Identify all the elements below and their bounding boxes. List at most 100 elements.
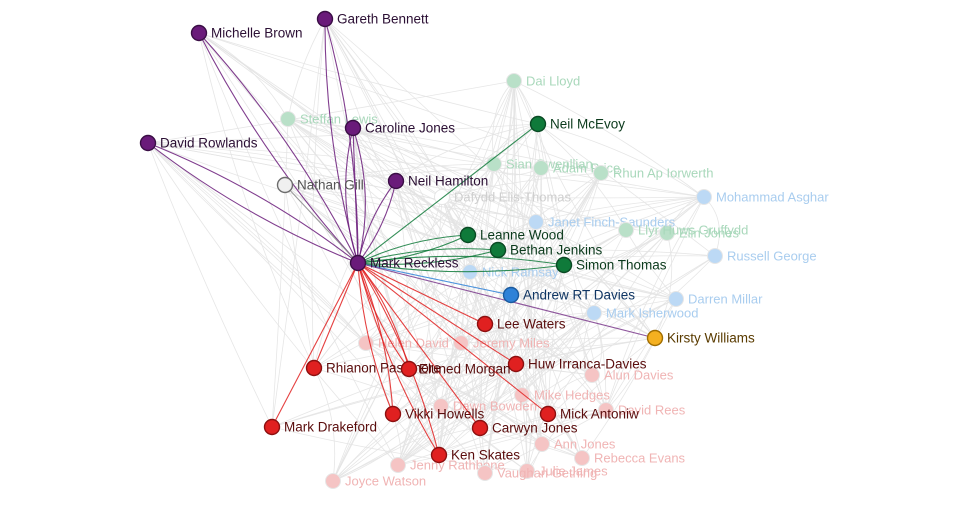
node-gb[interactable]: Gareth Bennett xyxy=(316,10,429,28)
faded-node-jw[interactable]: Joyce Watson xyxy=(325,473,427,489)
background-edge xyxy=(147,142,543,445)
background-edge xyxy=(460,342,549,415)
node-circle xyxy=(190,24,208,42)
background-edge xyxy=(395,180,481,429)
faded-node-ma2[interactable]: Mohammad Asghar xyxy=(696,189,830,205)
edge-mr-ng xyxy=(284,184,359,264)
background-edge xyxy=(365,342,593,376)
node-bj[interactable]: Bethan Jenkins xyxy=(489,241,603,259)
background-edge xyxy=(438,234,469,456)
node-circle xyxy=(390,457,406,473)
node-label: Michelle Brown xyxy=(211,26,303,41)
node-circle xyxy=(586,305,602,321)
node-kw[interactable]: Kirsty Williams xyxy=(646,329,755,347)
background-edge xyxy=(271,18,326,428)
node-ks[interactable]: Ken Skates xyxy=(430,446,521,464)
faded-node-dl[interactable]: Dai Lloyd xyxy=(506,73,581,89)
node-mr[interactable]: Mark Reckless xyxy=(349,254,459,272)
node-mb[interactable]: Michelle Brown xyxy=(190,24,303,42)
background-edge xyxy=(313,172,602,369)
node-st[interactable]: Simon Thomas xyxy=(555,256,667,274)
background-edge xyxy=(441,196,705,199)
faded-node-vg[interactable]: Vaughan Gething xyxy=(477,465,598,481)
faded-node-jj[interactable]: Julie James xyxy=(519,463,609,479)
node-lw[interactable]: Leanne Wood xyxy=(459,226,564,244)
background-edge xyxy=(479,172,602,429)
background-edge xyxy=(287,118,517,365)
faded-node-ald[interactable]: Alun Davies xyxy=(584,367,674,383)
faded-node-ejo[interactable]: Elin Jones xyxy=(659,225,740,241)
edge-mr-dr xyxy=(147,142,359,264)
background-edge xyxy=(605,196,705,411)
background-edge xyxy=(147,142,367,344)
node-label: Rebecca Evans xyxy=(594,451,686,466)
node-dr[interactable]: David Rowlands xyxy=(139,134,258,152)
node-label: Vaughan Gething xyxy=(497,466,597,481)
faded-node-hd[interactable]: Helen David xyxy=(358,335,449,351)
faded-node-lld[interactable]: Llyr Huws Gruffydd xyxy=(618,222,749,238)
faded-node-sg[interactable]: Sian Gwenllian xyxy=(486,156,593,172)
node-label: Huw Irranca-Davies xyxy=(528,357,647,372)
background-edge xyxy=(147,80,515,144)
background-edge xyxy=(397,172,602,466)
faded-node-rai[interactable]: Rhun Ap Iorwerth xyxy=(593,165,714,181)
faded-node-mh[interactable]: Mike Hedges xyxy=(514,387,611,403)
background-edge xyxy=(287,118,595,314)
node-label: Vikki Howells xyxy=(405,407,485,422)
background-edge xyxy=(198,32,315,369)
node-vh[interactable]: Vikki Howells xyxy=(384,405,485,423)
faded-node-det[interactable]: Dafydd Elis-Thomas xyxy=(434,189,572,205)
edge-mr-ad xyxy=(357,262,512,296)
edge-mr-nh xyxy=(357,180,397,264)
faded-node-re[interactable]: Rebecca Evans xyxy=(574,450,686,466)
background-edge xyxy=(332,163,495,482)
node-label: Joyce Watson xyxy=(345,474,426,489)
node-em[interactable]: Eluned Morgan xyxy=(400,360,511,378)
node-nh[interactable]: Neil Hamilton xyxy=(387,172,489,190)
node-circle xyxy=(593,165,609,181)
background-edge xyxy=(198,32,399,466)
background-edge xyxy=(497,249,677,300)
node-label: Jeremy Miles xyxy=(473,336,550,351)
faded-node-jm[interactable]: Jeremy Miles xyxy=(453,335,551,351)
faded-node-dm[interactable]: Darren Millar xyxy=(668,291,764,307)
node-circle xyxy=(486,156,502,172)
faded-node-jfs[interactable]: Janet Finch-Saunders xyxy=(528,214,676,230)
faded-node-rg[interactable]: Russell George xyxy=(707,248,817,264)
node-cwj[interactable]: Carwyn Jones xyxy=(471,419,578,437)
background-edge xyxy=(438,312,595,456)
node-label: Adam Price xyxy=(553,161,620,176)
node-circle xyxy=(387,172,405,190)
node-cj[interactable]: Caroline Jones xyxy=(344,119,456,137)
node-lwa[interactable]: Lee Waters xyxy=(476,315,566,333)
node-label: Rhun Ap Iorwerth xyxy=(613,166,713,181)
node-circle xyxy=(477,465,493,481)
edge-mr-lw xyxy=(357,234,469,264)
node-ng[interactable]: Nathan Gill xyxy=(276,176,364,194)
node-circle xyxy=(539,405,557,423)
node-label: Darren Millar xyxy=(688,292,763,307)
background-edge xyxy=(547,232,668,415)
node-label: Neil Hamilton xyxy=(408,174,488,189)
node-nm[interactable]: Neil McEvoy xyxy=(529,115,626,133)
background-edge xyxy=(395,180,486,474)
faded-node-db[interactable]: Dawn Bowden xyxy=(433,398,537,414)
node-circle xyxy=(400,360,418,378)
background-edge xyxy=(287,118,677,300)
node-label: Mike Hedges xyxy=(534,388,610,403)
faded-node-mi[interactable]: Mark Isherwood xyxy=(586,305,699,321)
node-circle xyxy=(533,160,549,176)
node-circle xyxy=(528,214,544,230)
node-md[interactable]: Mark Drakeford xyxy=(263,418,378,436)
background-edge xyxy=(469,167,542,273)
node-label: Julie James xyxy=(539,464,608,479)
node-hid[interactable]: Huw Irranca-Davies xyxy=(507,355,647,373)
node-circle xyxy=(453,335,469,351)
background-edge xyxy=(287,118,542,169)
faded-node-aj[interactable]: Ann Jones xyxy=(534,436,616,452)
node-circle xyxy=(280,111,296,127)
node-ma[interactable]: Mick Antoniw xyxy=(539,405,640,423)
faded-node-dre[interactable]: David Rees xyxy=(598,402,686,418)
node-label: Sian Gwenllian xyxy=(506,157,593,172)
node-ad[interactable]: Andrew RT Davies xyxy=(502,286,636,304)
